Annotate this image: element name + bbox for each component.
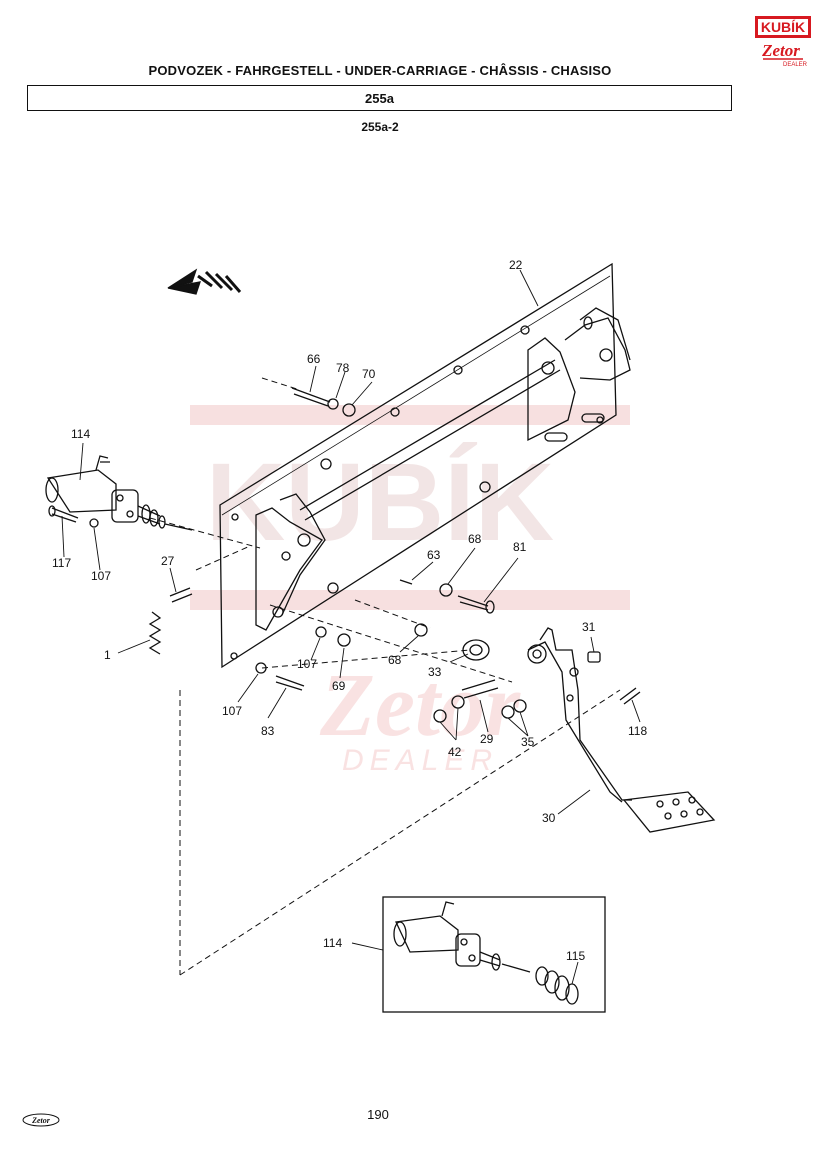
callout-107-lower: 107 bbox=[222, 704, 242, 718]
zetor-footer-logo: Zetor bbox=[22, 1113, 60, 1127]
callout-22: 22 bbox=[509, 258, 523, 272]
washer-78 bbox=[327, 398, 339, 410]
callout-115: 115 bbox=[566, 949, 585, 963]
logo-top-text: KUBÍK bbox=[761, 19, 805, 35]
right-bracket bbox=[527, 307, 631, 442]
page-title: PODVOZEK - FAHRGESTELL - UNDER-CARRIAGE … bbox=[148, 63, 612, 78]
pedal-30 bbox=[527, 627, 716, 833]
leader-lines bbox=[61, 269, 641, 815]
inset-box bbox=[382, 896, 606, 1013]
callout-107-mid: 107 bbox=[297, 657, 317, 671]
subsection-code: 255a-2 bbox=[361, 120, 399, 134]
callout-70: 70 bbox=[362, 367, 376, 381]
callout-42: 42 bbox=[448, 745, 462, 759]
left-bracket bbox=[255, 493, 326, 631]
bolt-118 bbox=[619, 687, 641, 705]
logo-bottom-text: Zetor bbox=[761, 41, 800, 60]
section-code: 255a bbox=[365, 91, 394, 106]
callout-1: 1 bbox=[104, 648, 111, 662]
dust-boot-115 bbox=[535, 961, 579, 1005]
pin-63 bbox=[399, 579, 413, 585]
callout-78: 78 bbox=[336, 361, 350, 375]
callout-83: 83 bbox=[261, 724, 275, 738]
callout-107: 107 bbox=[91, 569, 111, 583]
watermark: KUBÍK Zetor DEALER bbox=[190, 405, 630, 777]
master-cylinder-114-inset bbox=[393, 901, 531, 973]
bolt-83 bbox=[275, 675, 305, 691]
nut-107-mid bbox=[315, 626, 327, 638]
callout-35: 35 bbox=[521, 735, 535, 749]
logo-tag-text: DEALER bbox=[783, 62, 808, 68]
bolt-117 bbox=[51, 507, 79, 523]
callout-66: 66 bbox=[307, 352, 321, 366]
callout-118: 118 bbox=[628, 724, 647, 738]
bolt-81 bbox=[457, 595, 489, 611]
callout-27: 27 bbox=[161, 554, 175, 568]
watermark-tag: DEALER bbox=[342, 744, 498, 777]
callout-33: 33 bbox=[428, 665, 442, 679]
nut-68-upper bbox=[439, 583, 453, 597]
callout-31: 31 bbox=[582, 620, 596, 634]
section-box: 255a bbox=[27, 85, 732, 111]
callout-114: 114 bbox=[71, 427, 90, 441]
callout-81: 81 bbox=[513, 540, 527, 554]
line-art bbox=[45, 262, 716, 1013]
shaft bbox=[299, 359, 561, 521]
frame-plate bbox=[219, 262, 617, 669]
nut-107-left bbox=[89, 518, 99, 528]
pin-29 bbox=[461, 679, 499, 699]
callout-29: 29 bbox=[480, 732, 494, 746]
assembly-lines bbox=[149, 377, 621, 976]
nut-68-lower bbox=[414, 623, 428, 637]
pin-27 bbox=[169, 587, 193, 603]
spring-1 bbox=[148, 611, 162, 655]
footer-brand-text: Zetor bbox=[31, 1116, 51, 1125]
watermark-text: KUBÍK bbox=[206, 441, 554, 564]
callout-63: 63 bbox=[427, 548, 441, 562]
callout-68: 68 bbox=[468, 532, 482, 546]
nut-70 bbox=[342, 403, 356, 417]
direction-arrow-icon bbox=[167, 268, 242, 295]
bushing-33 bbox=[462, 639, 490, 661]
callout-68-lower: 68 bbox=[388, 653, 402, 667]
page-number: 190 bbox=[367, 1107, 389, 1122]
nut-69 bbox=[337, 633, 351, 647]
callout-114-inset: 114 bbox=[323, 936, 342, 950]
callout-30: 30 bbox=[542, 811, 556, 825]
nut-31 bbox=[587, 651, 601, 663]
callout-labels: 22 66 78 70 114 117 107 27 1 63 68 81 31… bbox=[52, 258, 647, 963]
callout-69: 69 bbox=[332, 679, 346, 693]
kubik-zetor-logo: KUBÍK Zetor DEALER bbox=[755, 16, 811, 68]
callout-117: 117 bbox=[52, 556, 71, 570]
bolt-66 bbox=[291, 387, 331, 407]
watermark-brand: Zetor bbox=[319, 656, 521, 755]
